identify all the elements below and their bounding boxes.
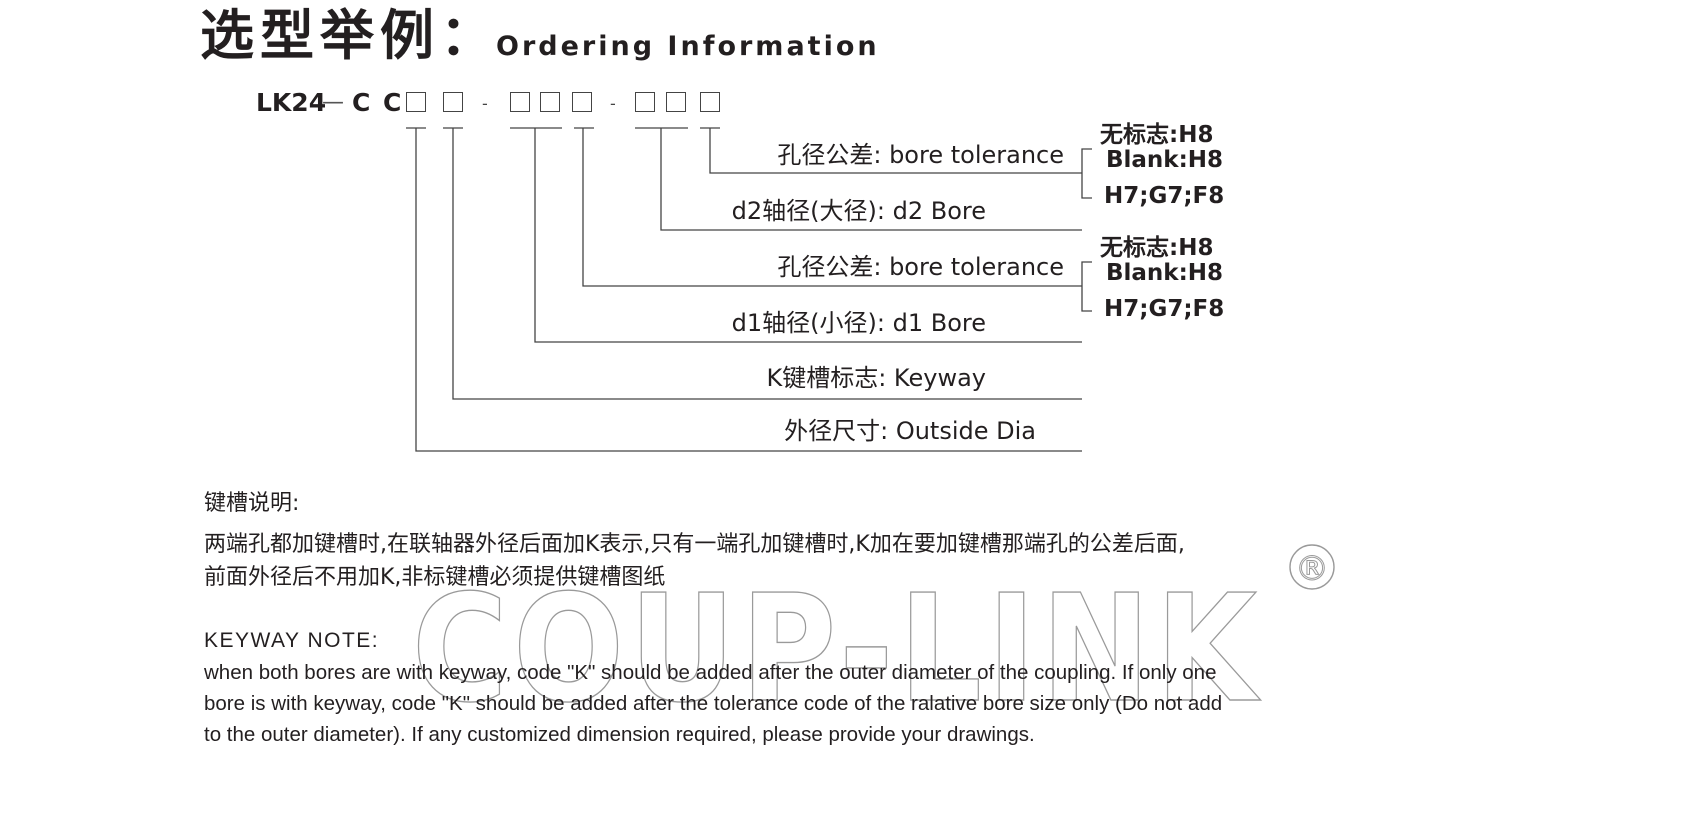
code-box-d1-b xyxy=(540,92,560,112)
code-separator-2: - xyxy=(610,94,616,113)
field-label-keyway: K键槽标志: Keyway xyxy=(766,364,986,392)
field-label-d2-bore: d2轴径(大径): d2 Bore xyxy=(731,197,986,225)
keyway-note-en-line2: bore is with keyway, code "K" should be … xyxy=(204,692,1223,715)
page-title-cn: 选型举例： xyxy=(200,4,500,67)
field-label-bore-tolerance-1: 孔径公差: bore tolerance xyxy=(777,253,1064,281)
model-code-long-separator: — xyxy=(322,90,344,115)
keyway-note-en-title: KEYWAY NOTE: xyxy=(204,629,380,652)
tolerance-option-blank-en-2: Blank:H8 xyxy=(1106,260,1224,286)
code-box-d1-a xyxy=(510,92,530,112)
tolerance-option-h7-g7-f8-2: H7;G7;F8 xyxy=(1104,296,1225,322)
tolerance-option-blank-en: Blank:H8 xyxy=(1106,147,1224,173)
code-box-outside-dia xyxy=(406,92,426,112)
code-box-d2-b xyxy=(666,92,686,112)
keyway-note-cn-title: 键槽说明: xyxy=(204,491,300,516)
model-code-series: C C xyxy=(352,88,404,117)
keyway-note-cn-line1: 两端孔都加键槽时,在联轴器外径后面加K表示,只有一端孔加键槽时,K加在要加键槽那… xyxy=(204,532,1185,557)
keyway-note-en-line1: when both bores are with keyway, code "K… xyxy=(204,661,1217,684)
code-box-tol-1 xyxy=(572,92,592,112)
page-title-en: Ordering Information xyxy=(496,31,880,62)
field-label-d1-bore: d1轴径(小径): d1 Bore xyxy=(731,309,986,337)
code-box-d2-a xyxy=(635,92,655,112)
tolerance-option-h7-g7-f8: H7;G7;F8 xyxy=(1104,183,1225,209)
code-separator-1: - xyxy=(482,94,488,113)
keyway-note-cn-line2: 前面外径后不用加K,非标键槽必须提供键槽图纸 xyxy=(204,565,666,590)
tolerance-option-blank-cn-2: 无标志:H8 xyxy=(1100,235,1214,261)
tolerance-option-blank-cn: 无标志:H8 xyxy=(1100,122,1214,148)
field-label-bore-tolerance-2: 孔径公差: bore tolerance xyxy=(777,141,1064,169)
code-box-keyway xyxy=(443,92,463,112)
model-code-prefix: LK24 xyxy=(256,88,327,117)
code-box-tol-2 xyxy=(700,92,720,112)
field-label-outside-dia: 外径尺寸: Outside Dia xyxy=(784,417,1036,445)
keyway-note-en-line3: to the outer diameter). If any customize… xyxy=(204,723,1035,746)
